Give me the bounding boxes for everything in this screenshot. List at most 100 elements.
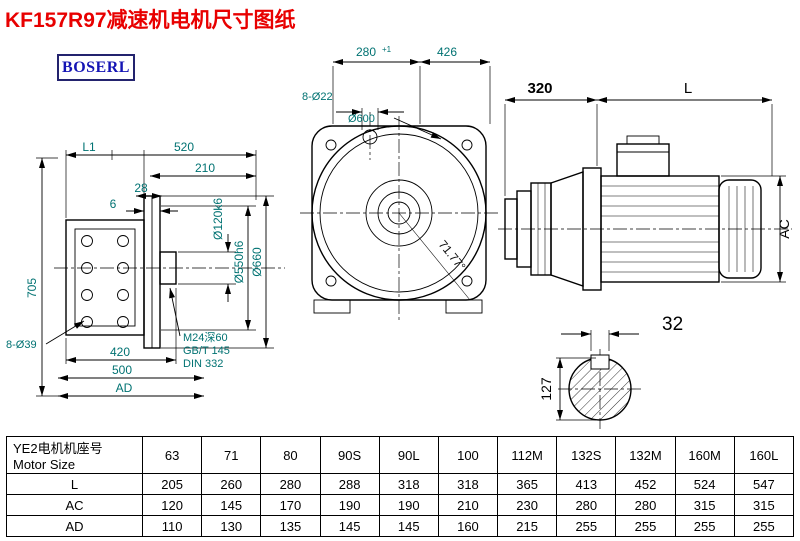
page-title: KF157R97减速机电机尺寸图纸 xyxy=(5,9,296,32)
table-cell: 130 xyxy=(201,515,262,537)
table-cell: 215 xyxy=(497,515,558,537)
technical-drawing: L1 520 210 28 6 705 8-Ø39 420 500 AD Ø12… xyxy=(6,45,792,429)
shaft-section-dimension-lines xyxy=(556,330,639,421)
table-cell: 260 xyxy=(201,473,262,495)
table-cell: 280 xyxy=(556,494,617,516)
left-view: L1 520 210 28 6 705 8-Ø39 420 500 AD Ø12… xyxy=(6,140,285,399)
note-gbt-label: GB/T 145 xyxy=(183,345,230,357)
dim-d550-label: Ø550h6 xyxy=(232,240,246,283)
motor-view: 320 L AC xyxy=(498,80,792,291)
bolt-hole xyxy=(325,139,337,151)
column-header: 71 xyxy=(201,436,262,474)
column-header: 132M xyxy=(615,436,676,474)
shaft-section-labels: 32 127 xyxy=(538,314,683,401)
dim-520-label: 520 xyxy=(174,140,194,154)
foot-left xyxy=(313,299,351,314)
housing-outline xyxy=(65,219,145,336)
dim-420-label: 420 xyxy=(110,345,130,359)
table-cell: 145 xyxy=(378,515,439,537)
table-cell: 280 xyxy=(615,494,676,516)
fan-cover xyxy=(718,179,762,279)
dim-L-label: L xyxy=(684,80,692,97)
column-header: 100 xyxy=(437,436,499,474)
dim-280-tolerance: +1 xyxy=(382,45,392,54)
dim-280-label: 280 xyxy=(356,45,376,59)
row-label: AC xyxy=(6,494,143,516)
dim-L1-label: L1 xyxy=(82,140,96,154)
row-label: AD xyxy=(6,515,143,537)
angle-reference-line xyxy=(398,212,471,301)
table-cell: 160 xyxy=(437,515,499,537)
table-cell: 255 xyxy=(733,515,795,537)
dim-32-label: 32 xyxy=(662,314,683,335)
output-shaft xyxy=(159,251,177,285)
table-cell: 190 xyxy=(319,494,380,516)
table-cell: 413 xyxy=(556,473,617,495)
table-cell: 547 xyxy=(733,473,795,495)
front-view-outline xyxy=(300,112,498,320)
shaft-section-outline xyxy=(558,349,642,429)
bolt-hole xyxy=(325,275,337,287)
boserl-logo: BOSERL xyxy=(57,54,135,81)
table-cell: 288 xyxy=(319,473,380,495)
dim-angle-label: 71.77° xyxy=(436,238,469,274)
table-cell: 315 xyxy=(733,494,795,516)
table-cell: 135 xyxy=(260,515,321,537)
dim-d660-label: Ø660 xyxy=(250,247,264,277)
table-cell: 280 xyxy=(260,473,321,495)
column-header: 132S xyxy=(556,436,617,474)
column-header: 90S xyxy=(319,436,380,474)
dim-320-label: 320 xyxy=(527,80,552,97)
dim-d600-label: Ø600 xyxy=(348,113,375,125)
dim-500-label: 500 xyxy=(112,363,132,377)
dim-8-d22-label: 8-Ø22 xyxy=(302,91,333,103)
table-cell: 145 xyxy=(201,494,262,516)
table-cell: 255 xyxy=(615,515,676,537)
table-cell: 365 xyxy=(497,473,558,495)
column-header: 63 xyxy=(141,436,203,474)
terminal-box-lid xyxy=(626,135,660,145)
table-cell: 170 xyxy=(260,494,321,516)
left-view-dimension-lines xyxy=(36,150,274,399)
bolt-hole xyxy=(461,275,473,287)
keyway xyxy=(590,354,610,370)
motor-view-dimension-lines xyxy=(504,97,786,283)
dim-28-label: 28 xyxy=(134,181,148,195)
dim-705-label: 705 xyxy=(25,278,39,298)
column-header: 80 xyxy=(260,436,321,474)
table-cell: 230 xyxy=(497,494,558,516)
dim-d120-label: Ø120k6 xyxy=(211,198,225,240)
note-din-label: DIN 332 xyxy=(183,358,223,370)
dim-AC-label: AC xyxy=(776,219,792,238)
table-cell: 318 xyxy=(437,473,499,495)
shaft-section-view: 32 127 xyxy=(538,314,683,429)
column-header: 160M xyxy=(674,436,735,474)
front-view-labels: 280 +1 426 8-Ø22 Ø600 71.77° xyxy=(302,45,469,274)
left-view-outline xyxy=(54,195,285,349)
table-cell: 110 xyxy=(141,515,203,537)
table-cell: 205 xyxy=(141,473,203,495)
motor-size-header-en: Motor Size xyxy=(13,457,76,472)
table-cell: 255 xyxy=(556,515,617,537)
dim-6-label: 6 xyxy=(110,197,117,211)
dim-AD-label: AD xyxy=(116,381,133,395)
logo-text: BOSERL xyxy=(62,58,130,76)
motor-view-outline xyxy=(498,135,792,291)
note-m24-label: M24深60 xyxy=(183,331,228,344)
table-cell: 315 xyxy=(674,494,735,516)
dim-210-label: 210 xyxy=(195,161,215,175)
motor-size-header-cn: YE2电机机座号 xyxy=(13,441,103,456)
table-cell: 524 xyxy=(674,473,735,495)
motor-size-header: YE2电机机座号 Motor Size xyxy=(6,436,143,474)
table-cell: 318 xyxy=(378,473,439,495)
front-view-dimension-lines xyxy=(332,59,491,140)
bolt-hole xyxy=(461,139,473,151)
motor-view-labels: 320 L AC xyxy=(527,80,792,239)
column-header: 90L xyxy=(378,436,439,474)
